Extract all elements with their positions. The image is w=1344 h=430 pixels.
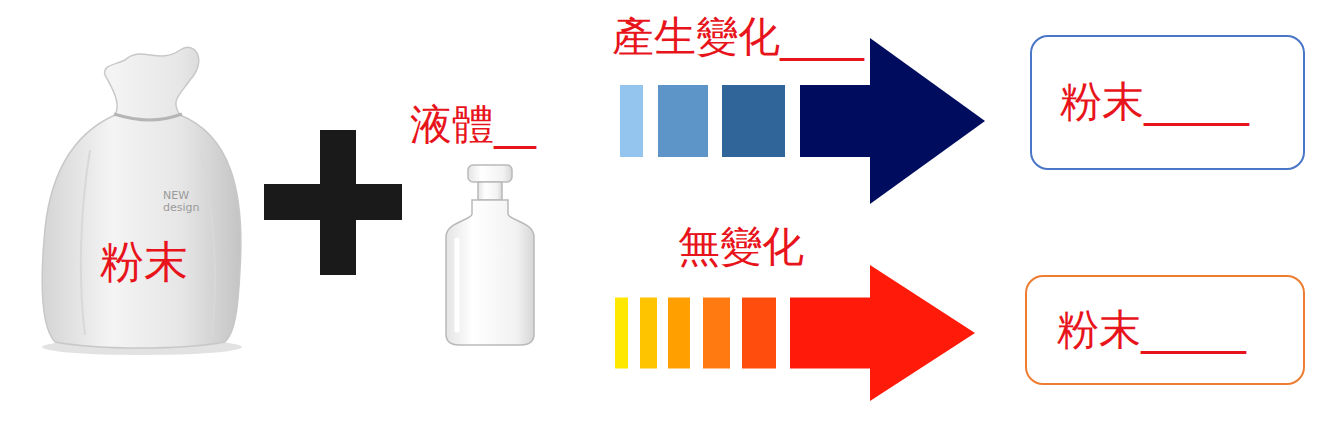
arrow-head	[870, 38, 985, 204]
bag-illustration	[30, 40, 255, 355]
process-arrow	[585, 38, 1030, 204]
edge-label-holder: 產生變化____	[612, 12, 864, 62]
result-text: 粉末_____	[1057, 305, 1246, 355]
liquid-bottle: 液體__	[405, 100, 585, 350]
glass-highlight	[455, 240, 460, 330]
edge-label: 產生變化____	[612, 12, 864, 62]
powder-bag: NEW design 粉末	[30, 40, 255, 355]
bottle-stopper	[478, 182, 502, 200]
bag-label: 粉末	[100, 236, 188, 289]
result-box: 粉末_____	[1025, 275, 1305, 385]
edge-label: 無變化	[678, 222, 804, 272]
edge-label-holder: 無變化	[678, 222, 804, 272]
process-arrow	[585, 265, 1025, 401]
bottle-stopper	[468, 165, 512, 182]
bag-tie	[114, 114, 182, 120]
bag-fold	[81, 150, 215, 335]
result-box: 粉末_____	[1030, 35, 1305, 170]
bag-outline	[42, 47, 241, 348]
bottle-body	[446, 200, 534, 345]
bottle-label: 液體__	[410, 100, 536, 150]
result-text: 粉末_____	[1060, 77, 1249, 127]
arrow-head	[870, 265, 975, 401]
plus-symbol	[264, 184, 402, 220]
bag-print: NEW design	[163, 190, 205, 214]
